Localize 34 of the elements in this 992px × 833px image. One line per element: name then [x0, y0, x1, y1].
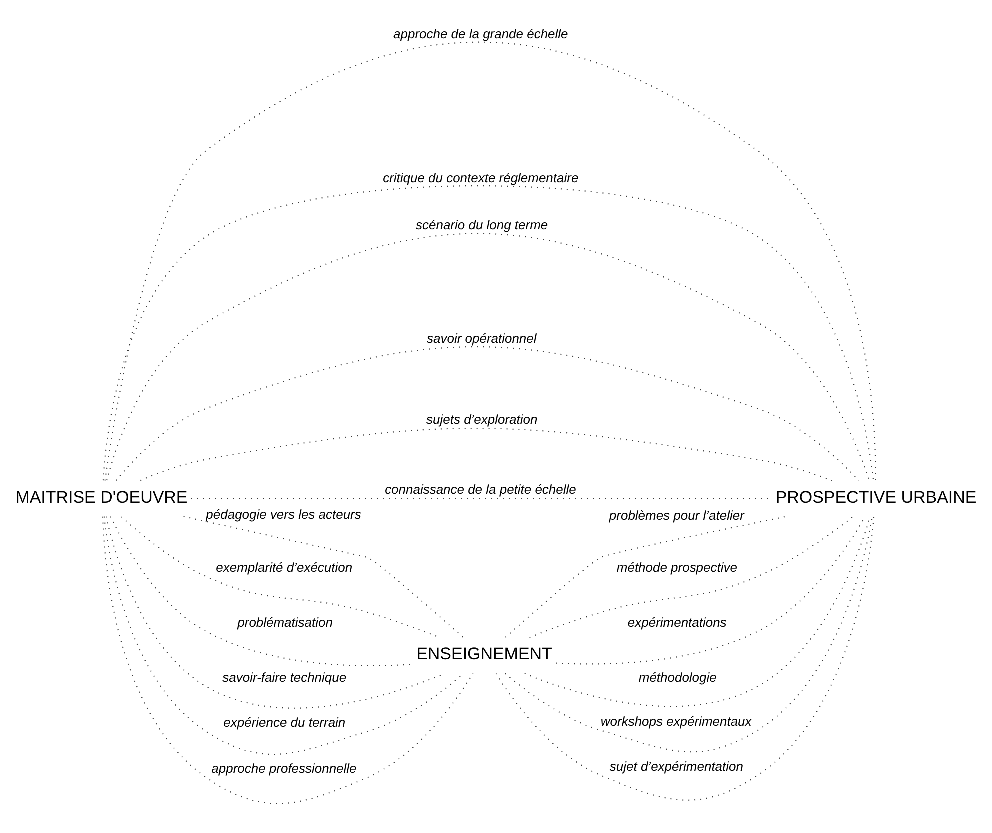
connector — [505, 516, 874, 753]
connector — [496, 516, 875, 801]
edge-label: pédagogie vers les acteurs — [206, 507, 362, 522]
edge-label: critique du contexte réglementaire — [383, 170, 579, 186]
edge-label: sujet d’expérimentation — [610, 758, 744, 774]
edge-label: problèmes pour l’atelier — [609, 508, 744, 524]
edge-label: savoir opérationnel — [427, 331, 537, 346]
edge-label: problématisation — [238, 615, 333, 630]
edge-label: savoir-faire technique — [222, 670, 347, 685]
node-text: PROSPECTIVE URBAINE — [776, 488, 977, 507]
connector — [102, 186, 874, 481]
edge-label: approche de la grande échelle — [394, 26, 568, 42]
edge-label: expérience du terrain — [224, 714, 346, 730]
connector — [524, 516, 871, 708]
edge-label: méthode prospective — [616, 560, 738, 576]
edge-label: exemplarité d’exécution — [216, 560, 353, 576]
connector — [530, 516, 854, 638]
node-text: MAITRISE D'OEUVRE — [16, 488, 188, 507]
connector — [184, 516, 464, 638]
connector — [140, 428, 832, 482]
connector — [104, 516, 464, 755]
edge-label: méthodologie — [638, 670, 717, 685]
connector — [106, 233, 870, 481]
connector — [505, 516, 786, 638]
connector — [102, 516, 474, 804]
connector — [110, 516, 412, 666]
edge-label: workshops expérimentaux — [600, 714, 752, 729]
connector — [104, 42, 876, 481]
edge-label: approche professionnelle — [212, 760, 357, 776]
node-text: ENSEIGNEMENT — [416, 644, 552, 664]
edge-label: sujets d’exploration — [426, 412, 538, 428]
edge-label: connaissance de la petite échelle — [385, 482, 576, 498]
edge-label: expérimentations — [628, 615, 727, 630]
edge-label: scénario du long terme — [416, 217, 548, 232]
